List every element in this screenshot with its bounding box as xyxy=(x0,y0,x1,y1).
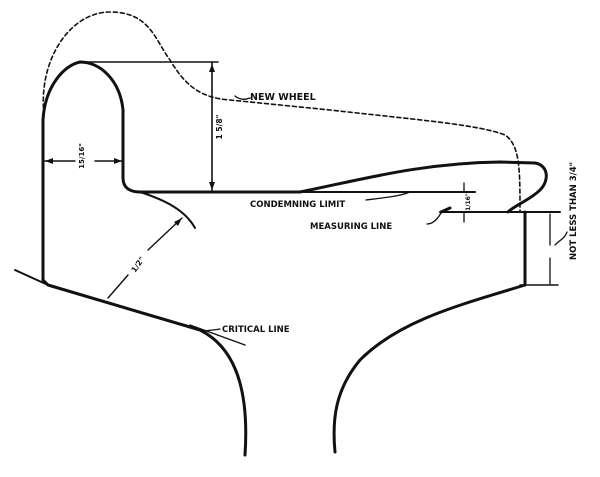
flange-height-dim: 1 5/8" xyxy=(215,114,224,139)
wheel-plate xyxy=(332,283,527,454)
flange-thickness-dim: 15/16" xyxy=(78,143,86,169)
new-wheel-label: NEW WHEEL xyxy=(250,92,316,103)
critical-line xyxy=(189,324,246,346)
throat-dim: 1/2" xyxy=(129,255,146,274)
measuring-line-tick xyxy=(439,206,452,214)
new-wheel-outline xyxy=(42,11,521,213)
condemning-limit-label: CONDEMNING LIMIT xyxy=(250,200,345,210)
limit-offset-dim: 1/16" xyxy=(465,193,472,211)
critical-line-label: CRITICAL LINE xyxy=(222,325,290,335)
wheel-plate-left xyxy=(41,278,248,457)
not-less-than-label: NOT LESS THAN 3/4" xyxy=(569,162,579,260)
measuring-line-label: MEASURING LINE xyxy=(310,222,392,232)
